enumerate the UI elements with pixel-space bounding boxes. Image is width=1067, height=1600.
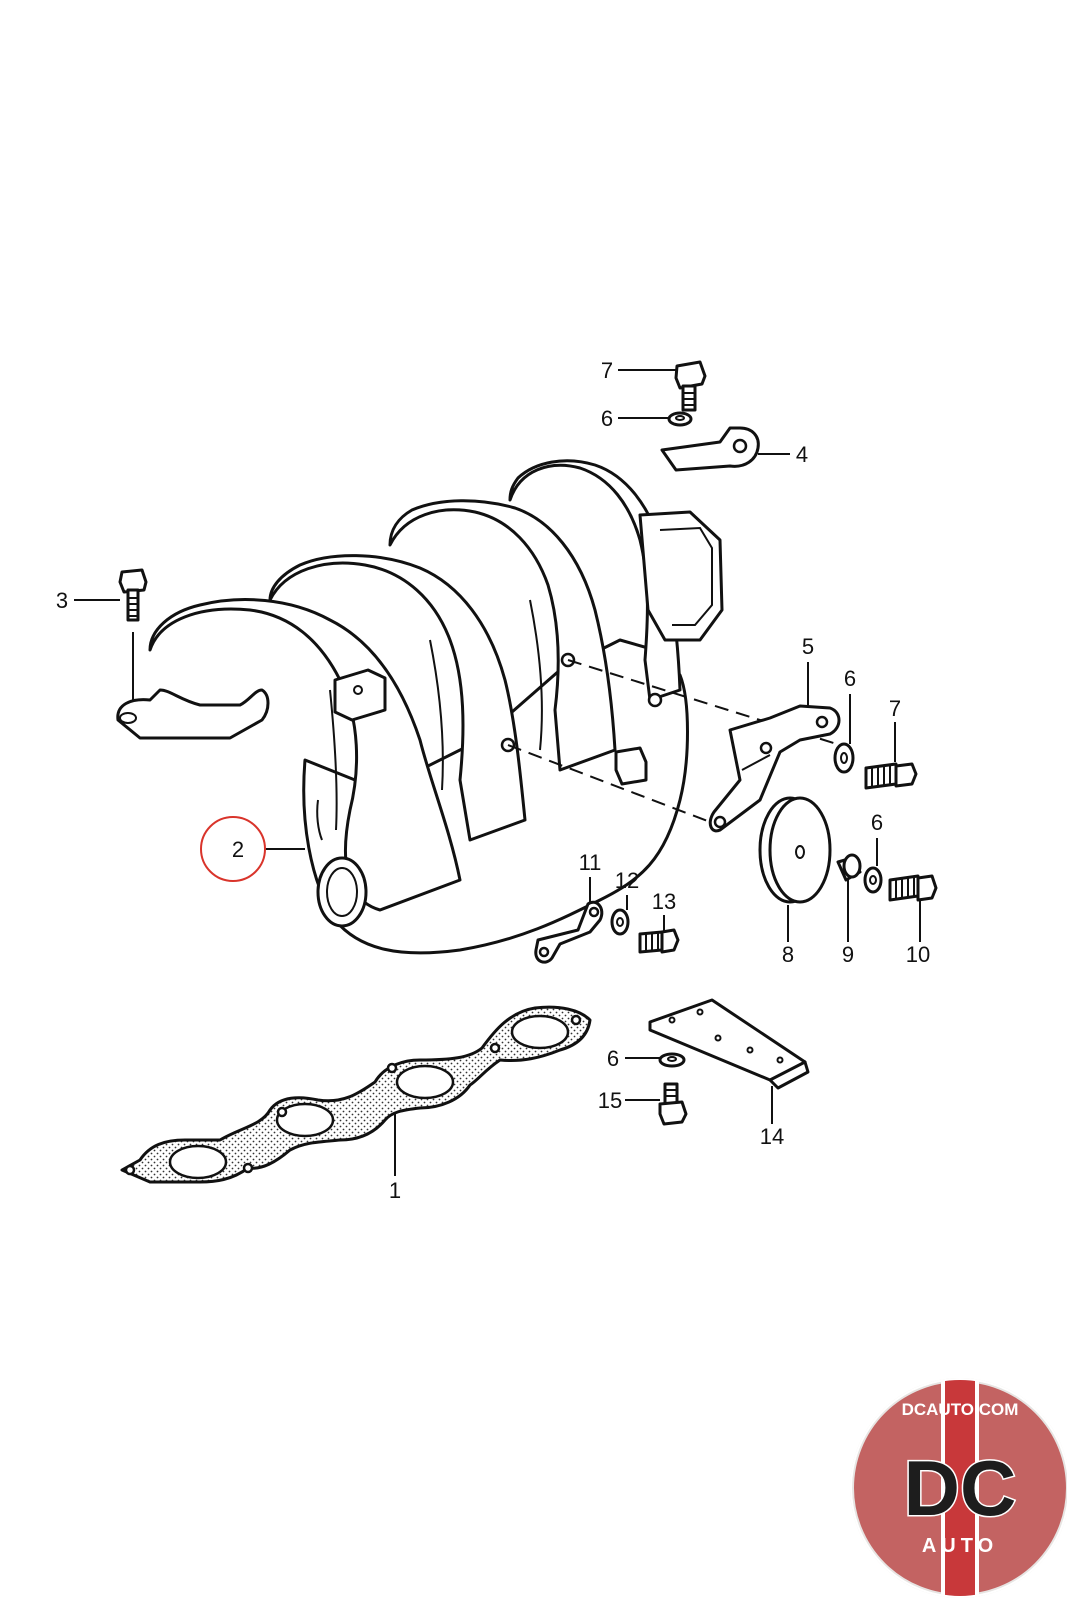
callout-6-right-a: 6 (844, 666, 856, 691)
callout-7-top: 7 (601, 358, 613, 383)
bracket-part-5 (708, 704, 841, 833)
callout-13: 13 (652, 889, 676, 914)
bracket-part-4 (660, 426, 760, 472)
washer-part-12 (610, 908, 630, 936)
callout-7-right: 7 (889, 696, 901, 721)
spacer-part-9 (836, 853, 862, 882)
callout-9: 9 (842, 942, 854, 967)
callout-15: 15 (598, 1088, 622, 1113)
bolt-part-15 (658, 1082, 688, 1126)
logo-letters: DC (904, 1444, 1017, 1532)
bolt-part-3 (118, 568, 148, 700)
bolt-part-13 (638, 928, 680, 954)
logo-sub: AUTO (922, 1535, 998, 1557)
support-plate-part-14 (648, 998, 810, 1090)
bracket-part-11 (534, 900, 604, 964)
leader-lines (74, 369, 921, 1176)
dcauto-logo: DCAUTO.COM DC AUTO (850, 1378, 1067, 1598)
highlight-circle (200, 816, 266, 882)
callout-3: 3 (56, 588, 68, 613)
callout-5: 5 (802, 634, 814, 659)
callout-14: 14 (760, 1124, 784, 1149)
callout-11: 11 (579, 850, 602, 875)
callout-2: 2 (232, 837, 244, 862)
bolt-part-7-right (864, 762, 918, 790)
callout-10: 10 (906, 942, 930, 967)
washer-part-6-right-a (833, 742, 855, 774)
callout-6-right-b: 6 (871, 810, 883, 835)
washer-part-6-top (667, 411, 693, 427)
nut-part-6-bottom (658, 1052, 686, 1068)
callout-6-bottom: 6 (607, 1046, 619, 1071)
intake-gasket (120, 1005, 592, 1184)
callout-8: 8 (782, 942, 794, 967)
callout-6-top: 6 (601, 406, 613, 431)
callout-1: 1 (389, 1178, 401, 1203)
callout-labels: 7 6 4 3 5 6 7 2 6 11 12 13 8 9 10 6 15 1… (56, 358, 930, 1203)
bolt-part-7-top (674, 360, 707, 412)
logo-domain: DCAUTO.COM (902, 1400, 1019, 1419)
washer-part-6-right-b (863, 866, 883, 894)
alignment-lines (507, 659, 841, 826)
bolt-part-10 (888, 874, 938, 902)
callout-12: 12 (615, 868, 639, 893)
intake-manifold (116, 459, 724, 955)
callout-4: 4 (796, 442, 808, 467)
disc-part-8 (758, 796, 832, 904)
